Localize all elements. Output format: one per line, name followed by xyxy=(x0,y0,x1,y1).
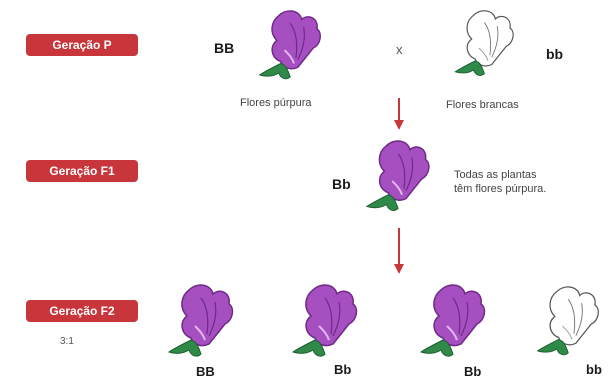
f2-genotype-4: bb xyxy=(586,362,602,377)
f2-genotype-2: Bb xyxy=(334,362,351,377)
f1-caption-line2: têm flores púrpura. xyxy=(454,182,546,196)
parent-white-flower-icon xyxy=(446,8,532,90)
f2-flower-recessive-white-icon xyxy=(528,284,611,370)
generation-f2-label: Geração F2 xyxy=(26,300,138,322)
down-arrow-icon xyxy=(392,228,406,276)
f2-genotype-3: Bb xyxy=(464,364,481,379)
generation-f1-label: Geração F1 xyxy=(26,160,138,182)
f2-flower-bb-dominant-icon xyxy=(158,282,254,372)
f1-caption-line1: Todas as plantas xyxy=(454,168,537,182)
f1-genotype: Bb xyxy=(332,176,351,192)
down-arrow-icon xyxy=(392,98,406,132)
f2-flower-bb-hetero-1-icon xyxy=(282,282,378,372)
f2-genotype-1: BB xyxy=(196,364,215,379)
parent-purple-flower-icon xyxy=(250,8,340,94)
f2-flower-bb-hetero-2-icon xyxy=(410,282,506,372)
cross-symbol: x xyxy=(396,42,403,57)
parent-white-caption: Flores brancas xyxy=(446,98,519,112)
parent-purple-caption: Flores púrpura xyxy=(240,96,312,110)
generation-p-label: Geração P xyxy=(26,34,138,56)
f2-ratio: 3:1 xyxy=(60,336,74,347)
parent-white-genotype: bb xyxy=(546,46,563,62)
parent-purple-genotype: BB xyxy=(214,40,234,56)
f1-purple-flower-icon xyxy=(356,138,450,226)
